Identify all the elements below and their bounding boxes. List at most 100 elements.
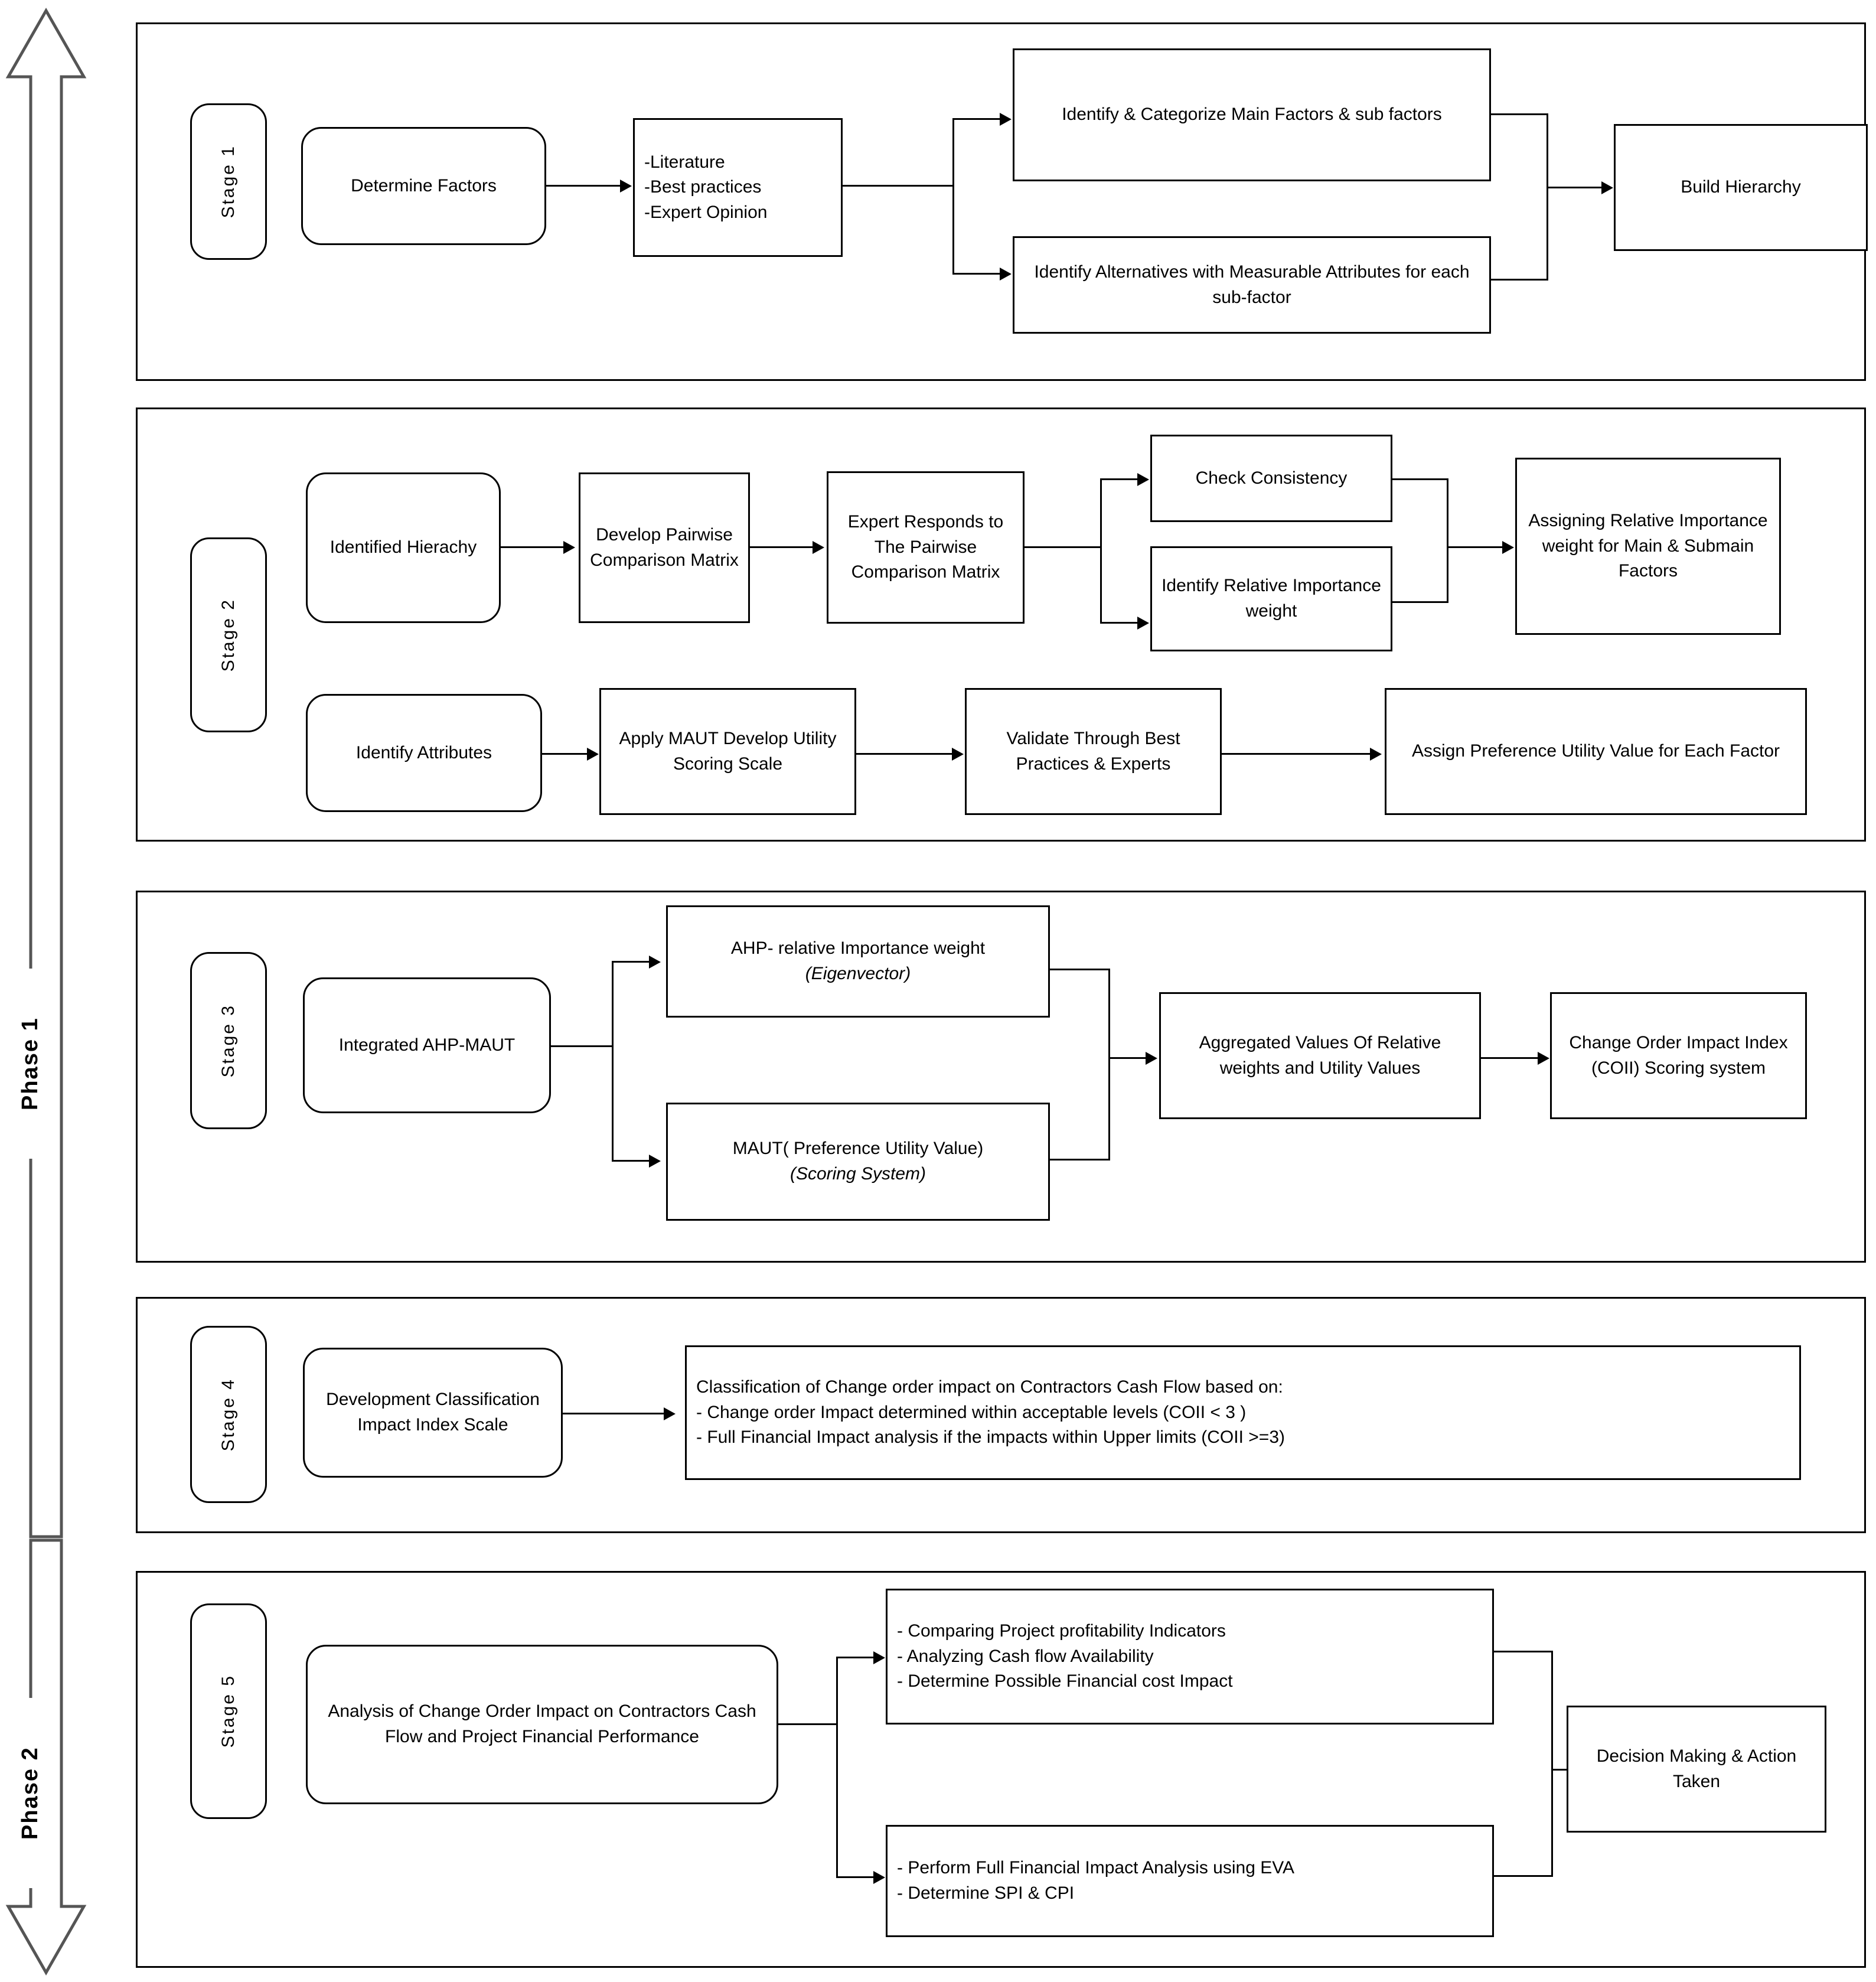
- classification-line-2: - Change order Impact determined within …: [696, 1402, 1247, 1422]
- arrowhead-s5-b: [873, 1871, 885, 1884]
- connector-s3-g: [1108, 969, 1110, 1160]
- connector-s5-b: [836, 1657, 838, 1878]
- arrowhead-s5-a: [873, 1651, 885, 1664]
- connector-s2-e: [1100, 478, 1140, 480]
- connector-s2-b: [750, 546, 815, 548]
- arrowhead-s4-a: [664, 1407, 676, 1420]
- stage-5-panel: [136, 1571, 1866, 1968]
- maut-main: MAUT( Preference Utility Value): [732, 1139, 984, 1159]
- stage-3-label: Stage 3: [218, 1003, 238, 1078]
- connector-s3-b: [612, 961, 614, 1162]
- connector-s1-i: [1547, 187, 1603, 188]
- connector-s3-a: [551, 1045, 613, 1047]
- arrowhead-s2-f: [587, 748, 599, 761]
- stage-2-label-box: Stage 2: [190, 537, 267, 732]
- connector-s2-g: [1392, 478, 1448, 480]
- connector-s2-h: [1392, 601, 1448, 603]
- node-identify-categorize[interactable]: Identify & Categorize Main Factors & sub…: [1013, 48, 1491, 181]
- stage-5-label-box: Stage 5: [190, 1603, 267, 1819]
- connector-s2-m: [1222, 753, 1372, 755]
- stage-4-label: Stage 4: [218, 1377, 238, 1452]
- ahp-weight-sub: (Eigenvector): [805, 964, 911, 983]
- node-assign-preference[interactable]: Assign Preference Utility Value for Each…: [1385, 688, 1807, 815]
- phase-1-arrow: [5, 6, 87, 1541]
- arrowhead-s2-a: [563, 541, 575, 554]
- node-maut-value[interactable]: MAUT( Preference Utility Value) (Scoring…: [666, 1103, 1050, 1221]
- arrowhead-s2-g: [952, 748, 964, 761]
- connector-s1-g: [1491, 279, 1548, 281]
- node-assigning-relative[interactable]: Assigning Relative Importance weight for…: [1515, 458, 1781, 635]
- node-decision-making[interactable]: Decision Making & Action Taken: [1567, 1706, 1826, 1833]
- stage-3-label-box: Stage 3: [190, 952, 267, 1129]
- node-integrated-ahp-maut[interactable]: Integrated AHP-MAUT: [303, 977, 551, 1113]
- connector-s5-g: [1551, 1651, 1553, 1877]
- stage-1-label: Stage 1: [218, 145, 238, 219]
- stage-2-panel: [136, 408, 1866, 842]
- node-determine-factors[interactable]: Determine Factors: [301, 127, 546, 245]
- arrowhead-s2-b: [813, 541, 824, 554]
- connector-s5-a: [778, 1723, 837, 1725]
- arrowhead-s2-d: [1137, 617, 1149, 630]
- connector-s2-j: [1447, 546, 1503, 548]
- node-development-classification[interactable]: Development Classification Impact Index …: [303, 1348, 563, 1478]
- arrowhead-s3-d: [1538, 1052, 1549, 1065]
- connector-s3-d: [612, 1160, 652, 1162]
- node-aggregated-values[interactable]: Aggregated Values Of Relative weights an…: [1159, 992, 1481, 1119]
- connector-s2-k: [542, 753, 589, 755]
- node-analysis-change-order[interactable]: Analysis of Change Order Impact on Contr…: [306, 1645, 778, 1804]
- node-validate[interactable]: Validate Through Best Practices & Expert…: [965, 688, 1222, 815]
- node-check-consistency[interactable]: Check Consistency: [1150, 435, 1392, 522]
- node-upper-analysis-list[interactable]: - Comparing Project profitability Indica…: [886, 1589, 1494, 1725]
- connector-s3-e: [1050, 969, 1110, 970]
- arrowhead-s3-c: [1146, 1052, 1157, 1065]
- lower-line-2: - Determine SPI & CPI: [897, 1883, 1075, 1903]
- connector-s5-e: [1494, 1651, 1553, 1652]
- lower-line-1: - Perform Full Financial Impact Analysis…: [897, 1858, 1295, 1878]
- node-apply-maut[interactable]: Apply MAUT Develop Utility Scoring Scale: [599, 688, 856, 815]
- connector-s4-a: [563, 1413, 666, 1414]
- connector-s3-h: [1108, 1057, 1149, 1059]
- connector-s2-a: [501, 546, 566, 548]
- node-coii-scoring[interactable]: Change Order Impact Index (COII) Scoring…: [1550, 992, 1807, 1119]
- node-identify-attributes[interactable]: Identify Attributes: [306, 694, 542, 812]
- upper-line-1: - Comparing Project profitability Indica…: [897, 1621, 1226, 1641]
- connector-s3-i: [1481, 1057, 1540, 1059]
- node-identified-hierachy[interactable]: Identified Hierachy: [306, 472, 501, 623]
- node-sources[interactable]: -Literature -Best practices -Expert Opin…: [633, 118, 843, 257]
- node-expert-responds[interactable]: Expert Responds to The Pairwise Comparis…: [827, 471, 1025, 624]
- stage-4-label-box: Stage 4: [190, 1326, 267, 1503]
- node-lower-analysis-list[interactable]: - Perform Full Financial Impact Analysis…: [886, 1825, 1494, 1937]
- phase-1-label: Phase 1: [18, 969, 43, 1159]
- stage-4-panel: [136, 1297, 1866, 1533]
- arrowhead-s3-a: [649, 956, 661, 969]
- arrowhead-s2-h: [1370, 748, 1382, 761]
- maut-sub: (Scoring System): [789, 1164, 926, 1184]
- node-identify-alternatives[interactable]: Identify Alternatives with Measurable At…: [1013, 236, 1491, 334]
- upper-line-3: - Determine Possible Financial cost Impa…: [897, 1671, 1233, 1691]
- node-identify-relative[interactable]: Identify Relative Importance weight: [1150, 546, 1392, 651]
- phase-2-arrow: [5, 1536, 87, 1977]
- arrowhead-s2-c: [1137, 473, 1149, 486]
- node-develop-pairwise[interactable]: Develop Pairwise Comparison Matrix: [579, 472, 750, 623]
- arrowhead-s1-c: [1000, 268, 1012, 281]
- arrowhead-s1-b: [1000, 113, 1012, 126]
- ahp-weight-main: AHP- relative Importance weight: [730, 938, 986, 959]
- arrowhead-s3-b: [649, 1155, 661, 1168]
- node-ahp-weight[interactable]: AHP- relative Importance weight (Eigenve…: [666, 905, 1050, 1018]
- classification-line-3: - Full Financial Impact analysis if the …: [696, 1427, 1285, 1448]
- node-classification-list[interactable]: Classification of Change order impact on…: [685, 1345, 1801, 1480]
- stage-5-label: Stage 5: [218, 1674, 238, 1748]
- connector-s1-e: [952, 273, 1003, 275]
- connector-s2-l: [856, 753, 954, 755]
- connector-s2-c: [1025, 546, 1101, 548]
- upper-line-2: - Analyzing Cash flow Availability: [897, 1646, 1154, 1666]
- connector-s2-i: [1447, 478, 1448, 603]
- stage-1-label-box: Stage 1: [190, 103, 267, 260]
- connector-s1-h: [1547, 113, 1548, 281]
- phase-2-label: Phase 2: [18, 1698, 43, 1888]
- node-build-hierarchy[interactable]: Build Hierarchy: [1614, 124, 1868, 251]
- stage-3-panel: [136, 891, 1866, 1263]
- connector-s1-b: [843, 185, 954, 187]
- arrowhead-s2-e: [1502, 541, 1514, 554]
